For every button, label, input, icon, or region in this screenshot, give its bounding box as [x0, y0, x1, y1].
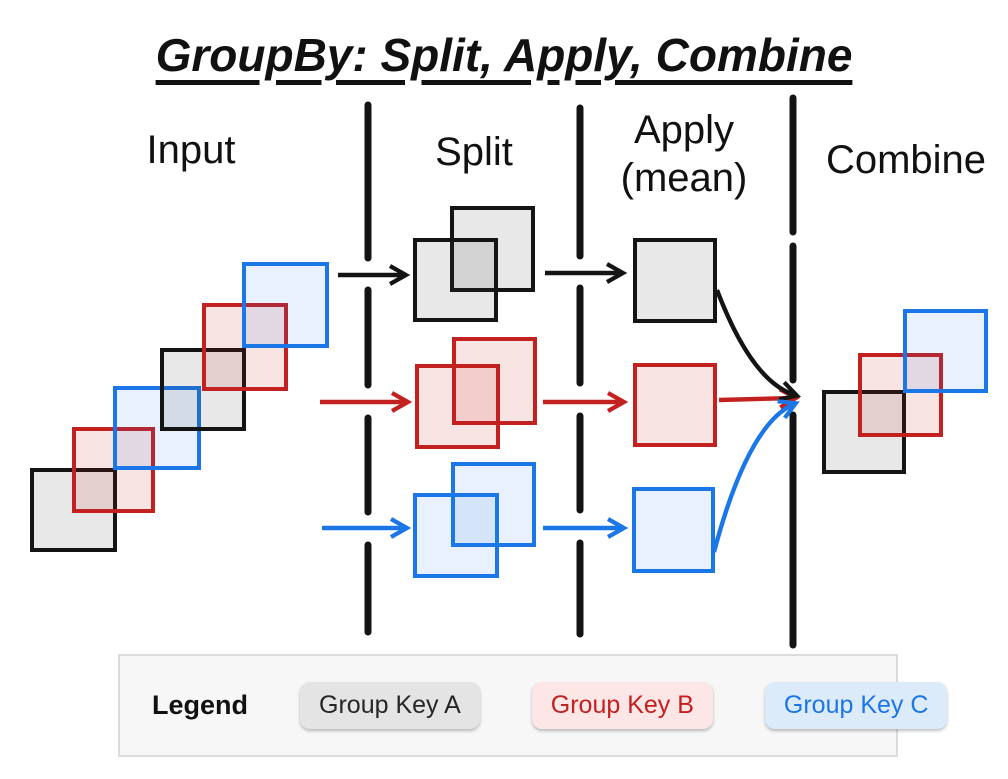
gray-square-split-group-a [450, 206, 535, 292]
column-label-combine-text: Combine [825, 138, 987, 182]
column-label-apply-subtext: (mean) [620, 156, 748, 200]
legend-pill-c: Group Key C [764, 682, 948, 729]
page-title: GroupBy: Split, Apply, Combine [155, 29, 853, 81]
red-square-split-group-b [415, 364, 500, 449]
column-label-combine: Combine [806, 136, 1006, 184]
red-square-apply-b [633, 363, 717, 447]
legend-box: Legend Group Key A Group Key B Group Key C [118, 654, 948, 757]
column-label-split: Split [394, 128, 554, 176]
gray-square-apply-a [633, 238, 717, 323]
blue-square-split-group-c [413, 493, 499, 578]
column-label-input: Input [111, 126, 271, 174]
legend-title: Legend [152, 690, 249, 720]
column-label-input-text: Input [146, 128, 236, 172]
red-square-split-group-b [452, 337, 537, 425]
red-square-combine [858, 353, 943, 437]
gray-square-combine [822, 390, 906, 474]
legend-pills: Group Key A Group Key B Group Key C [300, 682, 948, 729]
blue-square-split-group-c [451, 462, 536, 547]
column-label-apply: Apply (mean) [596, 106, 772, 202]
column-label-apply-text: Apply [633, 108, 735, 152]
column-label-split-text: Split [435, 130, 513, 174]
legend-pill-b: Group Key B [531, 682, 713, 729]
blue-square-apply-c [632, 487, 715, 573]
blue-square-combine [903, 309, 988, 393]
legend-pill-a: Group Key A [300, 682, 480, 729]
gray-square-split-group-a [413, 238, 498, 322]
blue-square-input-cascade [242, 262, 329, 348]
